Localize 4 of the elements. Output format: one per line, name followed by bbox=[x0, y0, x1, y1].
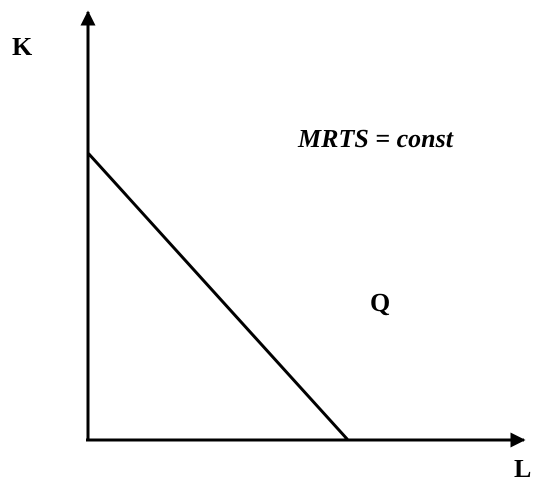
axis-label: K bbox=[12, 34, 32, 60]
annotation-text: MRTS = const bbox=[298, 126, 453, 152]
curve-label: Q bbox=[370, 290, 390, 316]
axis-label: L bbox=[514, 456, 532, 482]
